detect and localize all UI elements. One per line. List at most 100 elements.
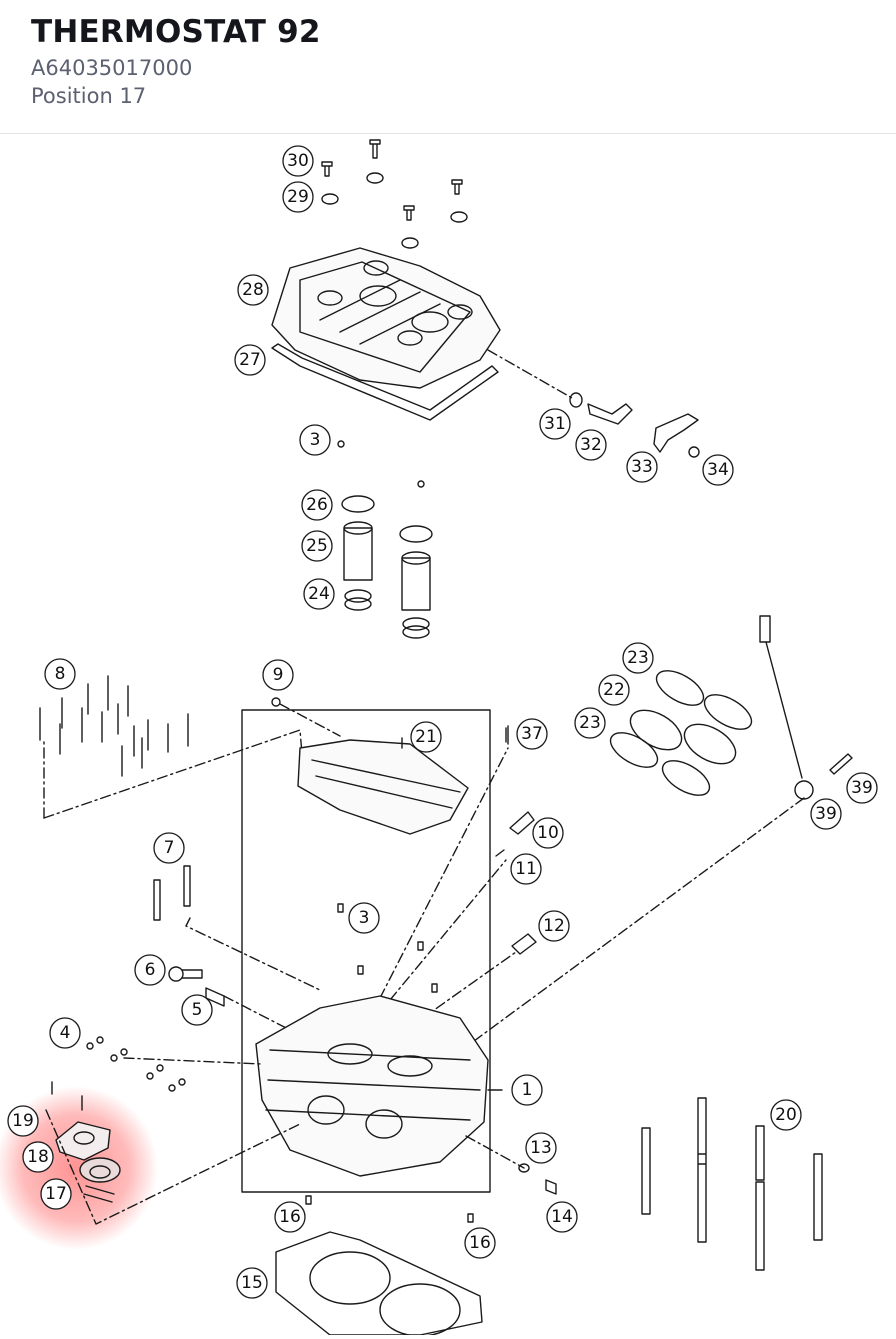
callout[interactable] — [626, 451, 658, 483]
callout-label: 15 — [241, 1273, 263, 1293]
callout-label: 21 — [415, 727, 437, 747]
callout-label: 16 — [469, 1233, 491, 1253]
callout-label: 32 — [580, 435, 602, 455]
callout-label: 23 — [579, 713, 601, 733]
valve-cover-bolts — [321, 139, 468, 249]
callout[interactable] — [7, 1105, 39, 1137]
callout-label: 8 — [55, 664, 66, 684]
callout-label: 30 — [287, 151, 309, 171]
callout-label: 16 — [279, 1207, 301, 1227]
callout-label: 14 — [551, 1207, 573, 1227]
callout[interactable] — [464, 1227, 496, 1259]
callout-label: 11 — [515, 859, 537, 879]
callout[interactable] — [525, 1132, 557, 1164]
callout-label: 37 — [521, 724, 543, 744]
callout-label: 18 — [27, 1147, 49, 1167]
callout-label: 39 — [815, 804, 837, 824]
callout-labels: 30 29 28 27 3 31 32 33 34 26 25 24 8 9 2… — [12, 151, 873, 1293]
callout[interactable] — [44, 658, 76, 690]
bolts-7 — [153, 865, 321, 991]
callout[interactable] — [134, 954, 166, 986]
callouts — [7, 145, 878, 1299]
callout[interactable] — [510, 853, 542, 885]
assembly-frame — [241, 709, 491, 1193]
callout-label: 19 — [12, 1111, 34, 1131]
part-number: A64035017000 — [31, 56, 193, 80]
screws-4 — [86, 1036, 263, 1092]
callout-label: 10 — [537, 823, 559, 843]
callout[interactable] — [410, 721, 442, 753]
callout[interactable] — [40, 1178, 72, 1210]
callout-label: 23 — [627, 648, 649, 668]
head-bolts-20 — [641, 1097, 823, 1271]
callout-label: 3 — [310, 430, 321, 450]
callout[interactable] — [22, 1141, 54, 1173]
callout[interactable] — [153, 832, 185, 864]
dowel-pins — [337, 903, 438, 993]
callout[interactable] — [234, 344, 266, 376]
callout-label: 12 — [543, 916, 565, 936]
valve-cover-gasket — [271, 343, 499, 421]
callout-label: 31 — [544, 414, 566, 434]
camshaft-carrier — [271, 697, 507, 835]
callout[interactable] — [770, 1099, 802, 1131]
callout[interactable] — [539, 408, 571, 440]
callout[interactable] — [516, 718, 548, 750]
callout[interactable] — [303, 578, 335, 610]
callout[interactable] — [598, 674, 630, 706]
callout[interactable] — [236, 1267, 268, 1299]
callout[interactable] — [538, 910, 570, 942]
callout-label: 6 — [145, 960, 156, 980]
callout-label: 4 — [60, 1023, 71, 1043]
callout[interactable] — [546, 1201, 578, 1233]
callout-label: 17 — [45, 1184, 67, 1204]
header: THERMOSTAT 92 A64035017000 Position 17 — [0, 0, 896, 134]
highlight-marker — [0, 1086, 158, 1250]
intake-boots — [609, 670, 753, 796]
callout[interactable] — [301, 530, 333, 562]
plugs-6-5 — [168, 966, 291, 1031]
page-title: THERMOSTAT 92 — [31, 14, 321, 50]
callout-label: 33 — [631, 457, 653, 477]
cylinder-head — [255, 995, 557, 1195]
callout[interactable] — [574, 707, 606, 739]
exploded-diagram: 30 29 28 27 3 31 32 33 34 26 25 24 8 9 2… — [0, 134, 896, 1337]
diagram-canvas: 30 29 28 27 3 31 32 33 34 26 25 24 8 9 2… — [0, 139, 878, 1337]
callout[interactable] — [348, 902, 380, 934]
callout[interactable] — [810, 798, 842, 830]
callout-label: 20 — [775, 1105, 797, 1125]
callout-label: 24 — [308, 584, 330, 604]
callout-label: 5 — [192, 1000, 203, 1020]
sensors — [379, 725, 537, 1021]
callout-label: 9 — [273, 665, 284, 685]
callout[interactable] — [274, 1201, 306, 1233]
callout-label: 26 — [306, 495, 328, 515]
callout[interactable] — [702, 454, 734, 486]
callout-label: 27 — [239, 350, 261, 370]
callout[interactable] — [846, 772, 878, 804]
callout[interactable] — [299, 424, 331, 456]
callout[interactable] — [575, 429, 607, 461]
head-bolts-group — [39, 675, 305, 819]
head-gasket — [275, 1195, 483, 1337]
callout[interactable] — [181, 994, 213, 1026]
callout-label: 22 — [603, 680, 625, 700]
callout[interactable] — [532, 817, 564, 849]
callout-label: 28 — [242, 280, 264, 300]
callout[interactable] — [622, 642, 654, 674]
callout[interactable] — [511, 1074, 543, 1106]
callout[interactable] — [301, 489, 333, 521]
callout[interactable] — [262, 659, 294, 691]
callout[interactable] — [237, 274, 269, 306]
callout-label: 1 — [522, 1080, 533, 1100]
thermostat-assembly — [45, 1081, 301, 1225]
callout-label: 29 — [287, 187, 309, 207]
callout[interactable] — [49, 1017, 81, 1049]
callout[interactable] — [282, 145, 314, 177]
sensor-cable — [469, 615, 853, 1045]
position-label: Position 17 — [31, 84, 147, 108]
callout-label: 13 — [530, 1138, 552, 1158]
callout-label: 39 — [851, 778, 873, 798]
callout-label: 25 — [306, 536, 328, 556]
callout[interactable] — [282, 181, 314, 213]
